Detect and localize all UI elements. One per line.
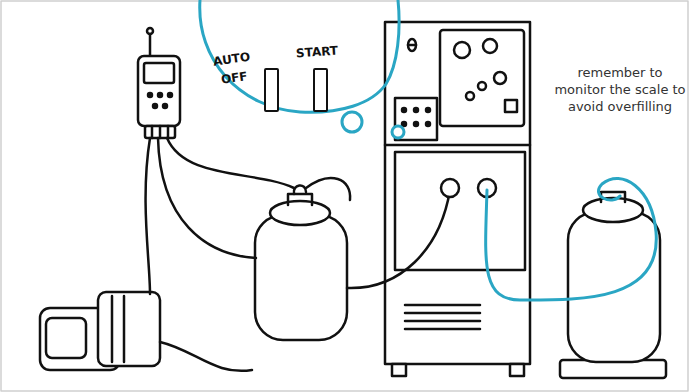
note-text: remember to monitor the scale to avoid o…	[553, 64, 687, 115]
manifold-gauge	[138, 28, 180, 138]
recovery-machine	[385, 22, 530, 376]
switch: START	[296, 43, 338, 115]
inlet-port	[441, 179, 459, 197]
thought-bubble-dot	[342, 112, 362, 132]
hose	[146, 138, 450, 294]
switch-toggle	[313, 68, 328, 112]
switch-label: START	[295, 42, 338, 64]
blue-hose	[486, 179, 657, 300]
refrigerant-cylinder	[255, 185, 347, 340]
switch: AUTO OFF	[210, 50, 284, 116]
thought-bubble	[200, 0, 399, 112]
vacuum-pump	[40, 292, 252, 371]
thought-bubble-dot	[392, 126, 404, 138]
switch-label: AUTO OFF	[208, 47, 259, 91]
switch-toggle	[264, 68, 279, 112]
recovery-cylinder	[560, 192, 666, 378]
